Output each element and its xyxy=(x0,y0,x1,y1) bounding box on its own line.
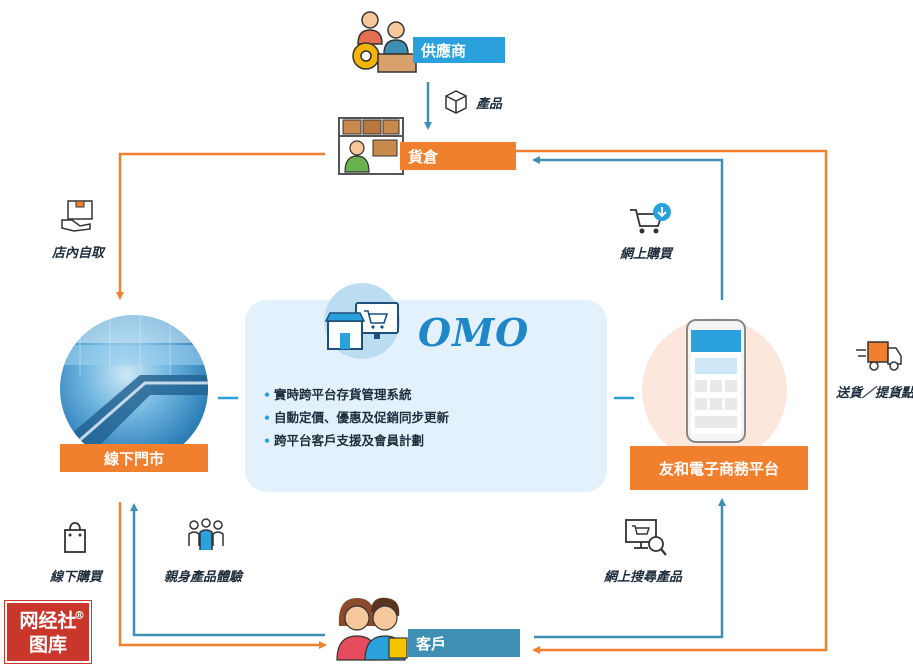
offline-store-node-label: 線下門市 xyxy=(60,444,208,472)
shopping-cart-download-icon xyxy=(630,203,671,234)
supplier-node-label: 供應商 xyxy=(413,37,505,63)
offline-store-photo xyxy=(60,315,208,463)
ecommerce-node-label: 友和電子商務平台 xyxy=(630,446,808,490)
people-group-icon xyxy=(188,518,224,550)
warehouse-icon xyxy=(338,117,404,175)
omo-store-screen-icon xyxy=(324,283,400,359)
edge-label-delivery-pickup: 送貨／提貨點 xyxy=(836,386,913,401)
omo-feature-list: 實時跨平台存貨管理系統 自動定價、優惠及促銷同步更新 跨平台客戶支援及會員計劃 xyxy=(263,383,449,452)
arrow-ecommerce-to-warehouse xyxy=(532,156,724,300)
omo-feature-item: 實時跨平台存貨管理系統 xyxy=(263,383,449,406)
arrow-warehouse-to-store xyxy=(116,152,325,300)
arrow-store-to-customer xyxy=(118,502,327,649)
delivery-truck-icon xyxy=(856,341,902,371)
watermark-line1: 网经社 xyxy=(19,610,77,632)
search-product-icon xyxy=(625,519,667,556)
arrow-customer-to-store xyxy=(130,503,325,637)
customer-couple-icon xyxy=(336,597,408,661)
registered-mark: ® xyxy=(74,609,85,622)
arrow-warehouse-to-customer-delivery xyxy=(516,149,828,654)
edge-label-products: 產品 xyxy=(476,97,503,112)
customer-node-label: 客戶 xyxy=(408,629,520,657)
box-icon xyxy=(445,90,467,114)
edge-label-in-store-pickup: 店內自取 xyxy=(52,246,105,261)
smartphone-app-icon xyxy=(686,319,746,443)
edge-label-offline-purchase: 線下購買 xyxy=(50,570,103,585)
supplier-icon xyxy=(352,11,417,73)
omo-feature-item: 自動定價、優惠及促銷同步更新 xyxy=(263,406,449,429)
handover-package-icon xyxy=(61,200,93,232)
arrow-customer-to-ecommerce xyxy=(534,498,726,639)
omo-title: OMO xyxy=(418,310,530,355)
edge-label-online-search: 網上搜尋產品 xyxy=(604,570,683,585)
edge-label-online-purchase: 網上購買 xyxy=(620,247,673,262)
edge-label-in-person-experience: 親身產品體驗 xyxy=(164,570,243,585)
warehouse-node-label: 貨倉 xyxy=(400,142,516,170)
watermark-line2: 图库 xyxy=(28,634,67,656)
shopping-bag-icon xyxy=(64,522,86,553)
mall-escalator-icon xyxy=(60,315,208,455)
omo-feature-item: 跨平台客戶支援及會員計劃 xyxy=(263,429,449,452)
watermark-logo: 网经社 图库 ® xyxy=(5,601,91,663)
